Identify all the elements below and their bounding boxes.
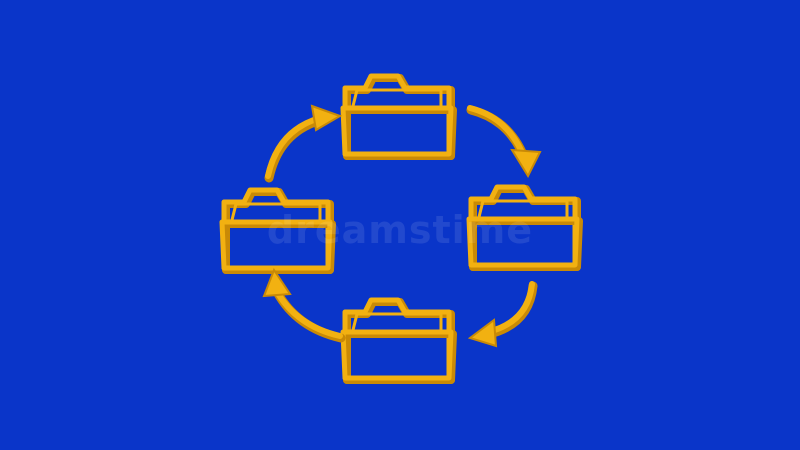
curved-arrow-icon-bottom-right bbox=[467, 281, 538, 348]
curved-arrow-icon-bottom-left bbox=[262, 267, 346, 343]
curved-arrow-icon-top-left bbox=[264, 104, 343, 183]
folder-icon-top bbox=[343, 76, 453, 156]
folder-icon-right bbox=[469, 187, 579, 267]
curved-arrow-icon-top-right bbox=[466, 105, 542, 179]
folder-icon-bottom bbox=[343, 300, 453, 380]
folder-icon-left bbox=[222, 190, 332, 270]
